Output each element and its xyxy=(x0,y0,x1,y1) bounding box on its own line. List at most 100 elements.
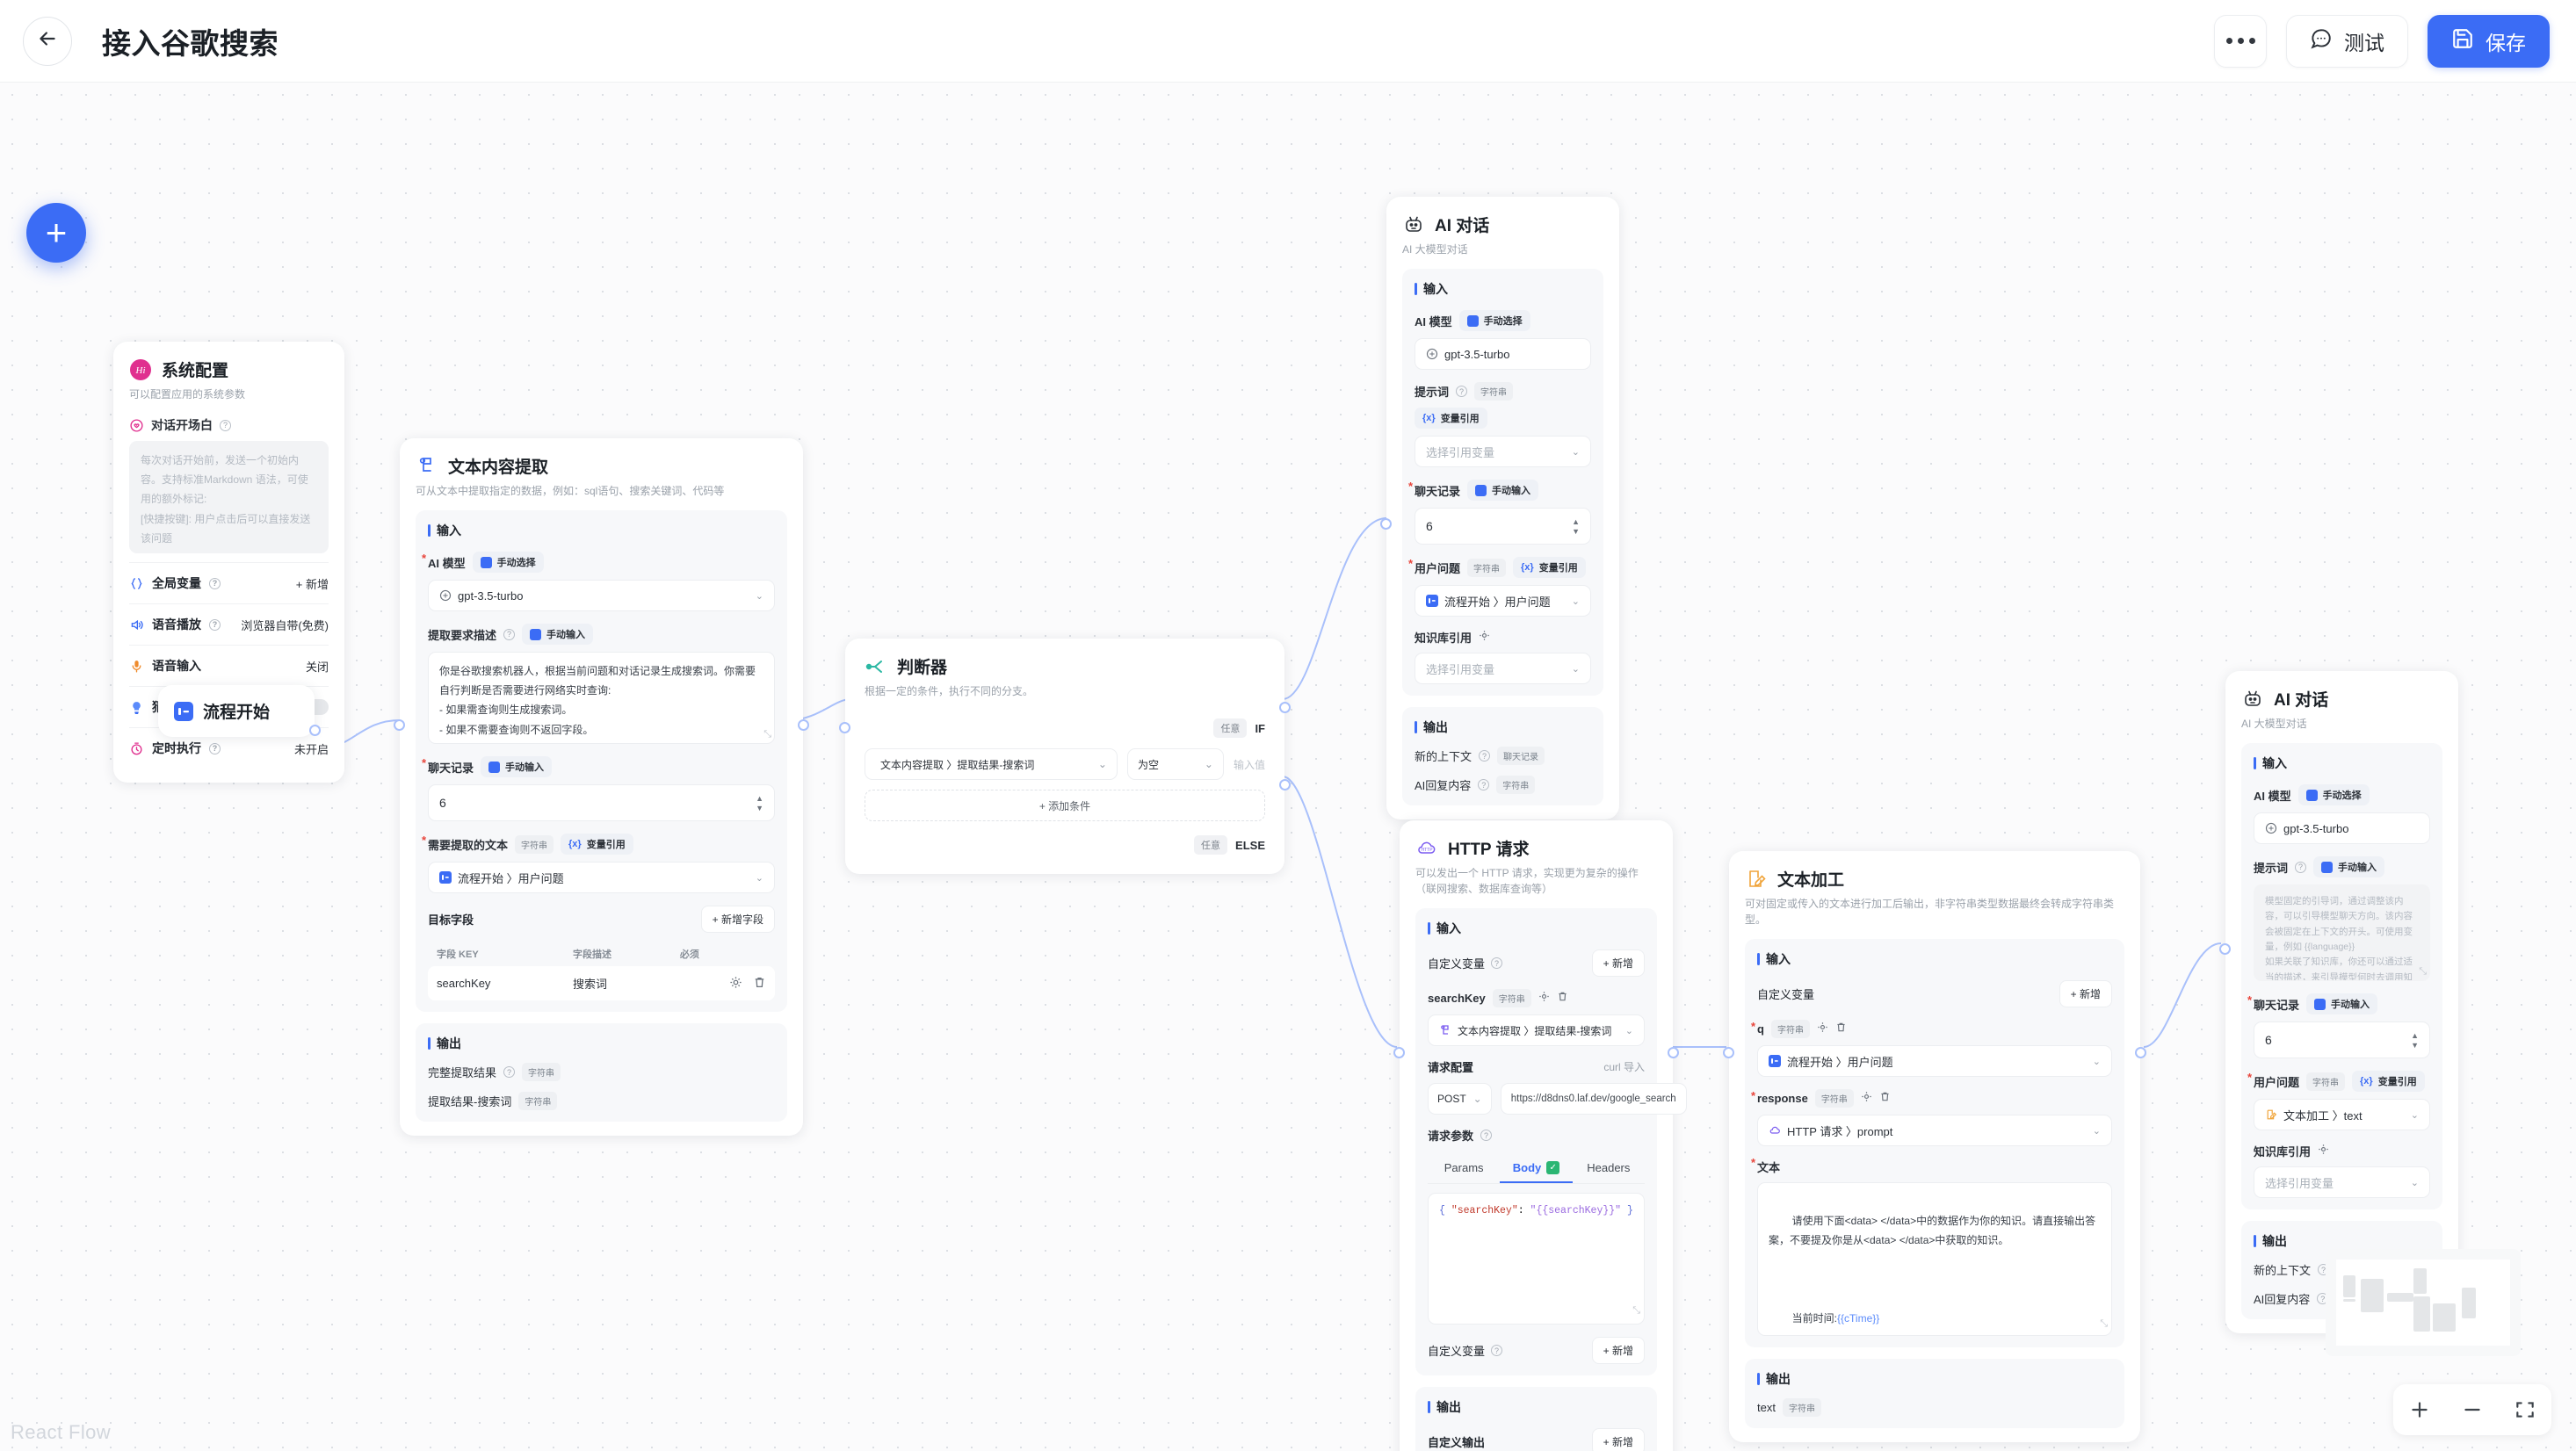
source-text-select[interactable]: 流程开始 〉用户问题 ⌄ xyxy=(428,862,775,893)
help-icon[interactable]: ? xyxy=(503,1066,516,1078)
gear-icon[interactable] xyxy=(1817,1021,1828,1037)
node-ai-chat-top[interactable]: AI 对话 AI 大模型对话 输入 AI 模型 手动选择 gpt-3.5-tur… xyxy=(1380,197,1619,819)
condition-operator-select[interactable]: 为空 ⌄ xyxy=(1126,748,1224,780)
sysconfig-row-global-var[interactable]: 全局变量 ? + 新增 xyxy=(129,562,329,603)
resize-handle-icon[interactable]: ⤡ xyxy=(1632,1306,1640,1317)
zoom-out-button[interactable] xyxy=(2461,1398,2484,1421)
extract-desc-textarea[interactable]: 你是谷歌搜索机器人，根据当前问题和对话记录生成搜索词。你需要自行判断是否需要进行… xyxy=(428,652,775,744)
handle-right[interactable] xyxy=(1668,1047,1679,1058)
help-icon[interactable]: ? xyxy=(1480,1130,1493,1141)
condition-value-input[interactable]: 输入值 xyxy=(1233,758,1265,771)
help-icon[interactable]: ? xyxy=(209,577,221,589)
sysconfig-value[interactable]: 关闭 xyxy=(305,660,329,674)
node-http-request[interactable]: HTTP HTTP 请求 可以发出一个 HTTP 请求，实现更为复杂的操作（联网… xyxy=(1393,820,1687,1451)
add-variable-button[interactable]: + 新增 xyxy=(2059,980,2112,1007)
sysconfig-row-voice-input[interactable]: 语音输入 关闭 xyxy=(129,645,329,686)
history-stepper[interactable]: 6 ▲▼ xyxy=(2254,1021,2430,1058)
node-ai-chat-right[interactable]: AI 对话 AI 大模型对话 输入 AI 模型 手动选择 gpt-3.5-tur… xyxy=(2219,671,2458,1333)
handle-left[interactable] xyxy=(1723,1047,1734,1058)
node-text-extract[interactable]: 文本内容提取 可从文本中提取指定的数据，例如：sql语句、搜索关键词、代码等 输… xyxy=(394,438,809,1136)
delete-icon[interactable] xyxy=(1835,1021,1847,1037)
var-q-select[interactable]: 流程开始 〉用户问题 ⌄ xyxy=(1757,1045,2112,1077)
prompt-select[interactable]: 选择引用变量 ⌄ xyxy=(1415,436,1591,467)
add-output-button[interactable]: + 新增 xyxy=(1591,1428,1645,1451)
help-icon[interactable]: ? xyxy=(209,618,221,631)
manual-select-chip[interactable]: 手动选择 xyxy=(472,552,544,573)
var-response-select[interactable]: HTTP 请求 〉prompt ⌄ xyxy=(1757,1115,2112,1146)
manual-select-chip[interactable]: 手动选择 xyxy=(2297,784,2370,805)
handle-left[interactable] xyxy=(839,722,850,733)
node-text-process[interactable]: 文本加工 可对固定或传入的文本进行加工后输出，非字符串类型数据最终会转成字符串类… xyxy=(1723,851,2146,1442)
manual-input-chip[interactable]: 手动输入 xyxy=(481,756,553,777)
help-icon[interactable]: ? xyxy=(1456,386,1468,397)
handle-right[interactable] xyxy=(309,725,321,736)
if-mode-tag[interactable]: 任意 xyxy=(1213,718,1248,738)
condition-variable-select[interactable]: 文本内容提取 〉提取结果-搜索词 ⌄ xyxy=(865,748,1118,780)
fit-view-button[interactable] xyxy=(2514,1398,2536,1421)
ai-model-select[interactable]: gpt-3.5-turbo xyxy=(1415,338,1591,370)
manual-input-chip[interactable]: 手动输入 xyxy=(522,624,594,645)
kb-select[interactable]: 选择引用变量 ⌄ xyxy=(2254,1166,2430,1198)
prompt-textarea[interactable]: 模型固定的引导词，通过调整该内容，可以引导模型聊天方向。该内容会被固定在上下文的… xyxy=(2254,884,2430,981)
table-row[interactable]: searchKey 搜索词 xyxy=(428,966,775,1000)
tab-body[interactable]: Body ✓ xyxy=(1500,1154,1573,1183)
help-icon[interactable]: ? xyxy=(1491,957,1503,969)
variable-ref-chip[interactable]: {x} 变量引用 xyxy=(2352,1071,2425,1092)
manual-input-chip[interactable]: 手动输入 xyxy=(2306,993,2378,1014)
question-select[interactable]: 文本加工 〉text ⌄ xyxy=(2254,1099,2430,1130)
curl-import-button[interactable]: curl 导入 xyxy=(1603,1061,1645,1073)
help-icon[interactable]: ? xyxy=(209,742,221,754)
history-stepper[interactable]: 6 ▲▼ xyxy=(1415,508,1591,545)
stepper-arrows[interactable]: ▲▼ xyxy=(1572,516,1580,536)
searchkey-select[interactable]: 文本内容提取 〉提取结果-搜索词 ⌄ xyxy=(1428,1014,1645,1046)
resize-handle-icon[interactable]: ⤡ xyxy=(2419,966,2427,977)
handle-right[interactable] xyxy=(2135,1047,2146,1058)
kb-select[interactable]: 选择引用变量 ⌄ xyxy=(1415,653,1591,684)
handle-left[interactable] xyxy=(1393,1047,1405,1058)
http-body-editor[interactable]: { "searchKey": "{{searchKey}}" } ⤡ xyxy=(1428,1193,1645,1325)
help-icon[interactable]: ? xyxy=(1478,779,1490,790)
gear-icon[interactable] xyxy=(1861,1091,1872,1107)
question-select[interactable]: 流程开始 〉用户问题 ⌄ xyxy=(1415,585,1591,617)
stepper-arrows[interactable]: ▲▼ xyxy=(756,793,763,812)
help-icon[interactable]: ? xyxy=(503,628,516,640)
handle-if-right[interactable] xyxy=(1279,702,1291,713)
gear-icon[interactable] xyxy=(729,976,742,992)
gear-icon[interactable] xyxy=(1538,991,1550,1007)
help-icon[interactable]: ? xyxy=(220,419,231,431)
resize-handle-icon[interactable]: ⤡ xyxy=(2100,1317,2108,1329)
help-icon[interactable]: ? xyxy=(1479,750,1491,762)
flow-canvas[interactable]: + Hi 系统配置 可以配置应用的系统参数 对话开场白 ? 每次对话开始前，发送… xyxy=(0,83,2576,1451)
history-stepper[interactable]: 6 ▲▼ xyxy=(428,784,775,821)
delete-icon[interactable] xyxy=(1557,991,1568,1007)
add-node-button[interactable]: + xyxy=(26,203,86,263)
add-field-button[interactable]: + 新增字段 xyxy=(700,906,775,933)
add-variable-button[interactable]: + 新增 xyxy=(1591,949,1645,977)
manual-select-chip[interactable]: 手动选择 xyxy=(1458,310,1530,331)
ai-model-select[interactable]: gpt-3.5-turbo xyxy=(2254,812,2430,844)
delete-icon[interactable] xyxy=(753,976,766,992)
else-mode-tag[interactable]: 任意 xyxy=(1194,835,1228,855)
minimap[interactable] xyxy=(2326,1249,2521,1356)
variable-ref-chip[interactable]: {x} 变量引用 xyxy=(1513,557,1586,578)
handle-else-right[interactable] xyxy=(1279,779,1291,790)
save-button[interactable]: 保存 xyxy=(2428,14,2550,68)
manual-input-chip[interactable]: 手动输入 xyxy=(2313,856,2385,877)
http-url-input[interactable]: https://d8dns0.laf.dev/google_search xyxy=(1500,1083,1687,1115)
tab-params[interactable]: Params xyxy=(1444,1161,1484,1174)
gear-icon[interactable] xyxy=(2318,1144,2329,1159)
more-options-button[interactable] xyxy=(2214,14,2267,68)
add-condition-button[interactable]: + 添加条件 xyxy=(865,790,1265,821)
handle-left[interactable] xyxy=(2219,943,2231,955)
test-button[interactable]: 测试 xyxy=(2286,14,2408,68)
help-icon[interactable]: ? xyxy=(1491,1345,1503,1356)
add-variable-button-2[interactable]: + 新增 xyxy=(1591,1337,1645,1364)
help-icon[interactable]: ? xyxy=(2295,861,2307,873)
text-editor[interactable]: 请使用下面<data> </data>中的数据作为你的知识。请直接输出答案，不要… xyxy=(1757,1182,2112,1336)
tab-headers[interactable]: Headers xyxy=(1587,1161,1631,1174)
http-method-select[interactable]: POST ⌄ xyxy=(1428,1083,1492,1115)
resize-handle-icon[interactable]: ⤡ xyxy=(763,729,771,740)
opening-textarea[interactable]: 每次对话开始前，发送一个初始内容。支持标准Markdown 语法，可使用的额外标… xyxy=(129,441,329,553)
sysconfig-value[interactable]: 未开启 xyxy=(293,742,329,756)
variable-ref-chip[interactable]: {x} 变量引用 xyxy=(1415,408,1487,429)
